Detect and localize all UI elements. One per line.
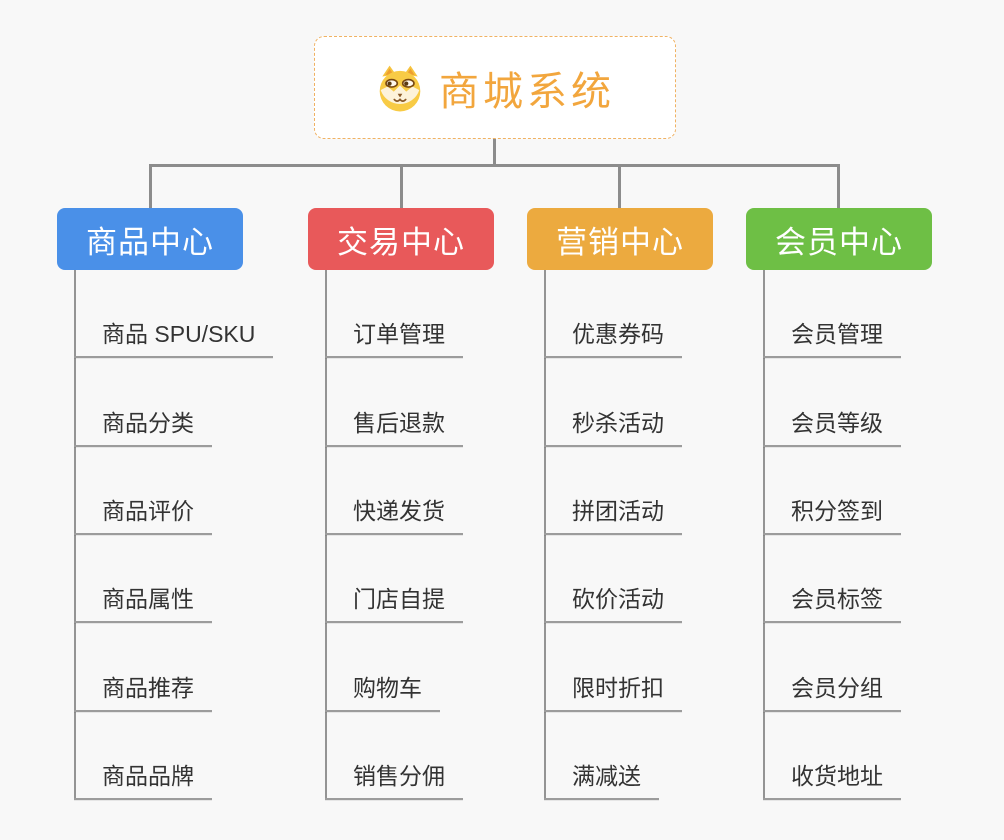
leaf-label: 秒杀活动 (544, 404, 682, 447)
leaf-label: 优惠券码 (544, 315, 682, 359)
leaf-node[interactable]: 商品属性 (74, 535, 289, 624)
connector-drop-product (149, 164, 152, 209)
leaf-label: 拼团活动 (544, 492, 682, 535)
leaf-label: 快递发货 (325, 492, 463, 535)
leaf-node[interactable]: 订单管理 (325, 270, 540, 359)
branch-node-product-center[interactable]: 商品中心 (57, 208, 243, 270)
leaf-node[interactable]: 限时折扣 (544, 623, 759, 712)
leaf-node[interactable]: 商品 SPU/SKU (74, 270, 289, 359)
branch-node-member-center[interactable]: 会员中心 (746, 208, 932, 270)
connector-trunk (149, 164, 840, 167)
leaf-node[interactable]: 商品推荐 (74, 623, 289, 712)
leaf-label: 商品品牌 (74, 757, 212, 800)
leaf-node[interactable]: 会员分组 (763, 623, 978, 712)
leaf-label: 收货地址 (763, 757, 901, 800)
leaf-node[interactable]: 商品品牌 (74, 712, 289, 800)
leaf-node[interactable]: 会员管理 (763, 270, 978, 359)
leaf-node[interactable]: 商品评价 (74, 447, 289, 535)
leaf-label: 会员分组 (763, 669, 901, 712)
connector-drop-trade (400, 164, 403, 209)
branch-node-marketing-center[interactable]: 营销中心 (527, 208, 713, 270)
leaf-label: 商品 SPU/SKU (74, 315, 274, 359)
connector-drop-member (837, 164, 840, 209)
leaf-node[interactable]: 积分签到 (763, 447, 978, 535)
leaf-node[interactable]: 砍价活动 (544, 535, 759, 624)
leaf-node[interactable]: 门店自提 (325, 535, 540, 624)
shiba-dog-icon (379, 65, 421, 111)
branch-children-marketing: 优惠券码 秒杀活动 拼团活动 砍价活动 限时折扣 满减送 (544, 270, 759, 800)
leaf-node[interactable]: 拼团活动 (544, 447, 759, 535)
leaf-node[interactable]: 销售分佣 (325, 712, 540, 800)
leaf-label: 积分签到 (763, 492, 901, 535)
leaf-node[interactable]: 收货地址 (763, 712, 978, 800)
leaf-label: 会员标签 (763, 580, 901, 624)
branch-children-product: 商品 SPU/SKU 商品分类 商品评价 商品属性 商品推荐 商品品牌 (74, 270, 289, 800)
leaf-node[interactable]: 售后退款 (325, 358, 540, 447)
leaf-node[interactable]: 满减送 (544, 712, 759, 800)
leaf-label: 订单管理 (325, 315, 463, 359)
leaf-label: 商品推荐 (74, 669, 212, 712)
leaf-node[interactable]: 快递发货 (325, 447, 540, 535)
leaf-label: 购物车 (325, 669, 440, 712)
leaf-label: 会员等级 (763, 404, 901, 447)
leaf-label: 销售分佣 (325, 757, 463, 800)
leaf-label: 会员管理 (763, 315, 901, 359)
leaf-label: 商品属性 (74, 580, 212, 624)
root-node-label: 商城系统 (439, 69, 615, 114)
leaf-label: 商品评价 (74, 492, 212, 535)
branch-children-member: 会员管理 会员等级 积分签到 会员标签 会员分组 收货地址 (763, 270, 978, 800)
leaf-node[interactable]: 秒杀活动 (544, 358, 759, 447)
root-node-mall-system[interactable]: 商城系统 (314, 36, 676, 139)
leaf-label: 满减送 (544, 757, 659, 800)
leaf-label: 商品分类 (74, 404, 212, 447)
leaf-label: 砍价活动 (544, 580, 682, 624)
branch-children-trade: 订单管理 售后退款 快递发货 门店自提 购物车 销售分佣 (325, 270, 540, 800)
leaf-node[interactable]: 购物车 (325, 623, 540, 712)
leaf-label: 门店自提 (325, 580, 463, 624)
connector-root-stub (493, 139, 496, 165)
leaf-label: 售后退款 (325, 404, 463, 447)
connector-drop-marketing (618, 164, 621, 209)
leaf-label: 限时折扣 (544, 669, 682, 712)
leaf-node[interactable]: 会员等级 (763, 358, 978, 447)
branch-node-trade-center[interactable]: 交易中心 (308, 208, 494, 270)
leaf-node[interactable]: 商品分类 (74, 358, 289, 447)
leaf-node[interactable]: 优惠券码 (544, 270, 759, 359)
leaf-node[interactable]: 会员标签 (763, 535, 978, 624)
